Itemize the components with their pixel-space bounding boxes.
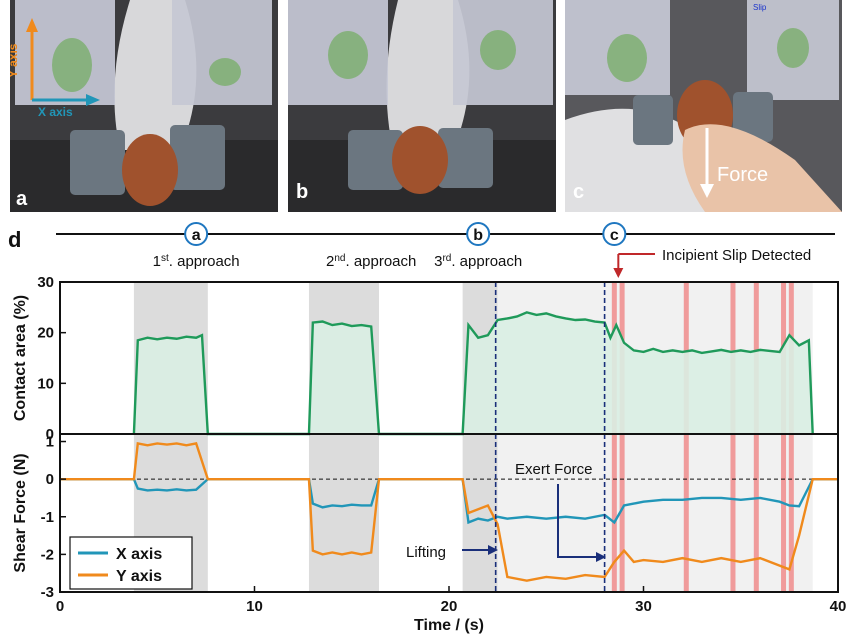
- slip-event-bar: [683, 282, 689, 592]
- x-tick-label: 0: [56, 598, 64, 615]
- photo-c-illustration: Slip Force c: [565, 0, 842, 212]
- photo-a-illustration: Y axis X axis a: [10, 0, 278, 212]
- photo-panel-b: b: [288, 0, 556, 212]
- shear-force-plot: [60, 441, 838, 582]
- force-label: Force: [717, 164, 768, 186]
- x-tick-label: 40: [830, 598, 847, 615]
- photo-b-illustration: b: [288, 0, 556, 212]
- x-axis-series-line: [60, 477, 838, 525]
- y-tick-label: 30: [37, 274, 54, 291]
- slip-event-bar: [781, 282, 787, 592]
- exert-force-label: Exert Force: [515, 461, 593, 478]
- lifting-arrow-head: [488, 545, 498, 555]
- x-tick-label: 10: [246, 598, 263, 615]
- slip-label: Incipient Slip Detected: [662, 247, 811, 264]
- tactile-image: [172, 0, 272, 105]
- legend-label: X axis: [116, 546, 162, 563]
- panel-letter-c: c: [573, 181, 584, 203]
- y-axis-label: Y axis: [10, 43, 20, 78]
- shear-contact-chart: d a 1st. approach 2nd. approach b 3rd. appro…: [8, 222, 846, 634]
- stage-label: 3rd. approach: [434, 253, 522, 271]
- slip-event-bar: [730, 282, 736, 592]
- x-axis-label: X axis: [38, 105, 73, 119]
- x-tick-label: 20: [441, 598, 458, 615]
- bottom-y-axis-title: Shear Force (N): [12, 453, 29, 572]
- stage-marker-letter: b: [473, 227, 483, 244]
- exert-force-arrow: [557, 484, 598, 558]
- slip-event-bar: [619, 282, 625, 592]
- legend-label: Y axis: [116, 568, 162, 585]
- contact-area-fill: [133, 312, 813, 434]
- y-axis-series-line: [60, 441, 838, 582]
- legend-box: [69, 536, 193, 590]
- photo-panel-a: Y axis X axis a: [10, 0, 278, 212]
- photo-panel-c: Slip Force c: [565, 0, 842, 212]
- slip-event-bar: [611, 282, 617, 592]
- y-tick-label: 0: [46, 471, 54, 488]
- y-tick-label: -3: [41, 584, 54, 601]
- stage-label: 2nd. approach: [326, 253, 416, 271]
- x-tick-label: 30: [635, 598, 652, 615]
- stage-label: 1st. approach: [153, 253, 240, 271]
- plot-background: [133, 282, 813, 592]
- y-tick-label: 0: [46, 426, 54, 443]
- slip-arrow-head: [613, 268, 624, 278]
- slip-event-bar: [788, 282, 794, 592]
- panel-letter-d: d: [8, 227, 21, 252]
- y-tick-label: 10: [37, 375, 54, 392]
- slip-event-bar: [753, 282, 759, 592]
- stage-marker-circle: [602, 222, 627, 246]
- y-tick-label: -1: [41, 509, 54, 526]
- y-tick-label: 20: [37, 325, 54, 342]
- stage-marker-circle: [184, 222, 209, 246]
- legend: X axis Y axis: [69, 536, 193, 590]
- slip-label: Slip: [753, 3, 767, 12]
- stage-marker-circle: [466, 222, 491, 246]
- lifting-label: Lifting: [406, 544, 446, 561]
- stage-marker-letter: c: [610, 227, 619, 244]
- panel-letter-b: b: [296, 181, 308, 203]
- panel-letter-a: a: [16, 188, 28, 210]
- stage-markers: a 1st. approach 2nd. approach b 3rd. approac…: [153, 222, 627, 271]
- top-y-axis-title: Contact area (%): [12, 295, 29, 421]
- exert-force-arrow-head: [596, 552, 606, 562]
- stage-marker-letter: a: [192, 227, 201, 244]
- y-tick-label: -2: [41, 546, 54, 563]
- x-axis-title: Time / (s): [414, 617, 484, 634]
- y-tick-label: 1: [46, 434, 54, 451]
